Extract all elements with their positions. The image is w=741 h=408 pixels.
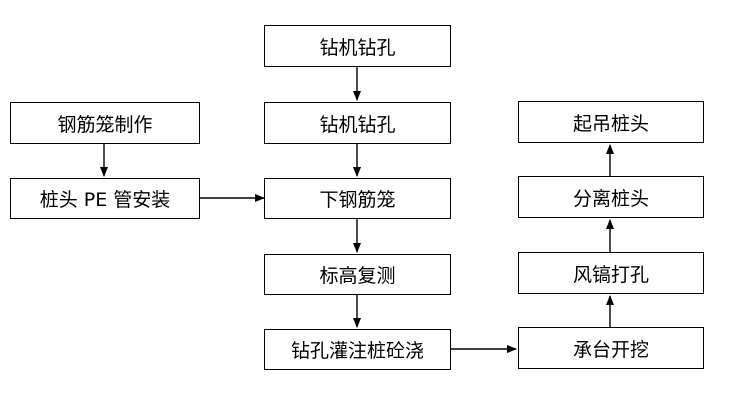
node-elevation: 标高复测	[264, 254, 451, 295]
node-pour: 钻孔灌注桩砼浇	[264, 329, 451, 370]
node-separate: 分离桩头	[518, 176, 704, 218]
node-cage-make: 钢筋笼制作	[10, 102, 200, 144]
node-lift: 起吊桩头	[518, 101, 704, 143]
node-drill-2: 钻机钻孔	[264, 102, 451, 144]
node-drill-1: 钻机钻孔	[264, 25, 451, 67]
node-pe-pipe: 桩头 PE 管安装	[10, 178, 200, 219]
node-cap-excavate: 承台开挖	[518, 327, 704, 369]
node-lower-cage: 下钢筋笼	[264, 178, 451, 219]
node-air-pick: 风镐打孔	[518, 252, 704, 294]
